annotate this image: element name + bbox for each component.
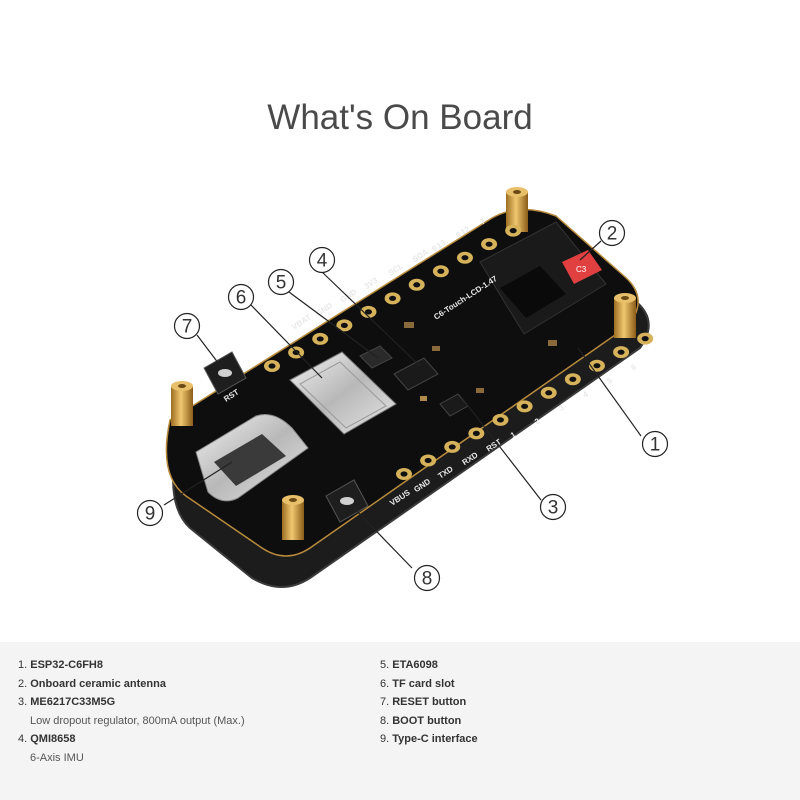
legend-number: 4.: [18, 733, 31, 745]
bottom-header-pads: [396, 332, 654, 480]
legend-number: 1.: [18, 659, 31, 671]
bottom-pad-3: [444, 440, 461, 453]
leader-lines: [163, 240, 642, 569]
callout-5: 5: [267, 268, 295, 296]
esp32-module: [479, 221, 607, 335]
bottom-pin-label-6: 1: [509, 430, 518, 440]
standoff-left: [171, 381, 193, 426]
legend-item: 2. Onboard ceramic antenna: [18, 675, 245, 694]
top-pin-label-right-1: 9: [430, 243, 439, 253]
svg-text:8: 8: [422, 569, 433, 590]
top-header-pads: [264, 224, 522, 372]
bottom-pad-11: [637, 332, 654, 345]
bottom-pad-4: [468, 427, 485, 440]
type-c-port: [195, 414, 309, 502]
svg-text:5: 5: [276, 273, 287, 294]
callout-3: 3: [539, 493, 567, 521]
callout-2: 2: [598, 219, 626, 247]
legend-item: 1. ESP32-C6FH8: [18, 656, 245, 675]
legend-name: RESET button: [392, 696, 467, 708]
legend-name: Type-C interface: [392, 733, 478, 745]
bottom-pin-label-7: 2: [533, 416, 542, 426]
legend-description: Low dropout regulator, 800mA output (Max…: [30, 714, 245, 727]
legend-number: 7.: [380, 696, 393, 708]
bottom-pad-1: [396, 468, 412, 480]
legend-name: ETA6098: [392, 659, 438, 671]
bottom-pad-5: [492, 413, 509, 426]
legend-number: 5.: [380, 659, 393, 671]
svg-text:4: 4: [317, 251, 328, 272]
legend-name: ME6217C33M5G: [30, 696, 116, 708]
svg-text:1: 1: [650, 435, 661, 456]
legend-number: 9.: [380, 733, 393, 745]
standoff-top-right: [506, 187, 528, 232]
svg-text:7: 7: [182, 317, 193, 338]
legend-number: 3.: [18, 696, 31, 708]
top-pin-label-4: 3V3: [363, 275, 380, 291]
legend-item: 8. BOOT button: [380, 712, 478, 731]
reset-button: [203, 351, 247, 395]
top-pad-7: [408, 278, 425, 291]
bottom-pad-2: [420, 454, 437, 467]
legend-name: TF card slot: [392, 677, 455, 690]
callout-7: 7: [173, 312, 201, 340]
callout-1: 1: [641, 430, 669, 458]
bottom-pin-label-9: 4: [581, 389, 590, 399]
bottom-pin-label-10: 5: [605, 376, 614, 386]
legend-item: 7. RESET button: [380, 693, 478, 712]
legend-number: 2.: [18, 677, 31, 690]
legend-number: 6.: [380, 677, 393, 690]
standoff-right: [614, 293, 636, 338]
top-pin-label-right-3: 7: [478, 216, 487, 226]
legend-item: 4. QMI8658: [18, 730, 245, 749]
antenna-label: C3: [576, 265, 587, 274]
legend-name: Onboard ceramic antenna: [30, 677, 166, 690]
top-pad-9: [456, 251, 473, 264]
legend-name: QMI8658: [30, 733, 76, 745]
legend-name: ESP32-C6FH8: [30, 659, 103, 671]
svg-text:9: 9: [145, 504, 156, 525]
legend-item: 5. ETA6098: [380, 656, 478, 675]
legend-item: 6. TF card slot: [380, 675, 478, 694]
bottom-pin-label-8: 3: [557, 403, 566, 413]
top-pad-10: [481, 238, 498, 251]
page-title: What's On Board: [267, 98, 533, 137]
top-pad-8: [432, 265, 449, 278]
top-pin-label-2: GND: [314, 301, 334, 318]
top-pad-3: [312, 332, 329, 345]
legend-name: BOOT button: [392, 714, 462, 727]
bottom-pin-label-11: 6: [629, 362, 638, 372]
top-pin-label-right-2: 8: [454, 230, 463, 240]
top-pad-4: [336, 319, 353, 332]
top-pad-5: [360, 305, 377, 318]
callouts: 1 2 3 4 5 6 7 8 9: [136, 219, 669, 592]
callout-4: 4: [308, 246, 336, 274]
imu-chip: [393, 357, 439, 391]
top-pad-6: [384, 292, 401, 305]
legend-description: 6-Axis IMU: [30, 751, 84, 764]
passive-components: [404, 322, 557, 401]
standoff-bottom: [282, 495, 304, 540]
ceramic-antenna: C3: [562, 250, 602, 284]
top-pad-11: [505, 224, 522, 237]
legend-item: 3. ME6217C33M5G: [18, 693, 245, 712]
top-pin-label-1: VBAT: [290, 313, 313, 332]
bottom-pad-8: [564, 373, 581, 386]
svg-text:3: 3: [548, 498, 559, 519]
svg-text:6: 6: [236, 288, 247, 309]
callout-8: 8: [413, 564, 441, 592]
callout-9: 9: [136, 499, 164, 527]
legend-number: 8.: [380, 714, 393, 727]
legend-item: 9. Type-C interface: [380, 730, 478, 749]
bottom-pad-10: [613, 346, 630, 359]
svg-text:2: 2: [607, 224, 618, 245]
bottom-pad-6: [516, 400, 533, 413]
top-pad-1: [264, 360, 280, 372]
callout-6: 6: [227, 283, 255, 311]
bottom-pad-7: [540, 386, 557, 399]
